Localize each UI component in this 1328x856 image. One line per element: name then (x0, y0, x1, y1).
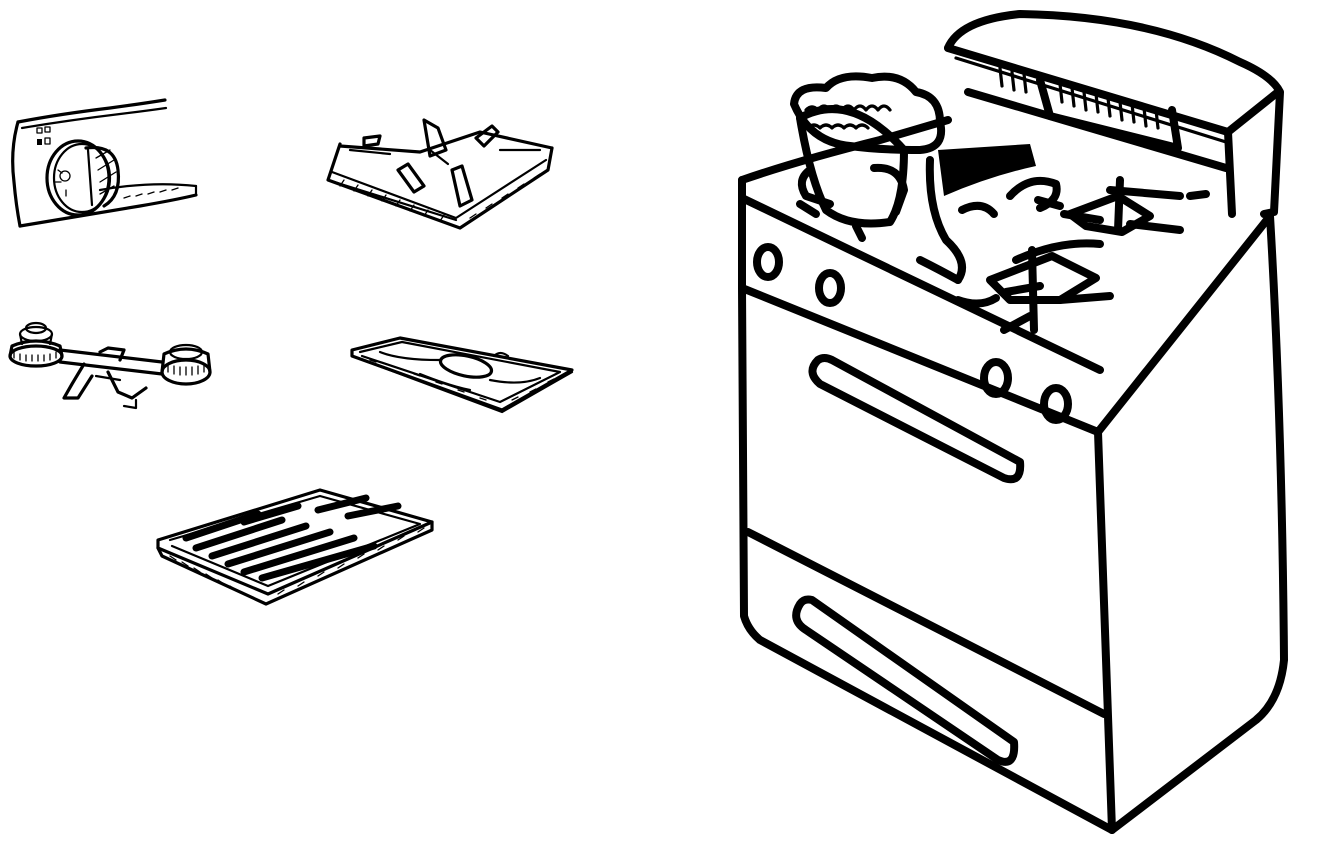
drip-pan (350, 336, 574, 414)
control-knob-panel (11, 98, 198, 228)
burner-assembly (8, 321, 212, 410)
dirty-stove (738, 10, 1288, 834)
broiler-pan (156, 488, 434, 606)
burner-grate (326, 118, 554, 230)
